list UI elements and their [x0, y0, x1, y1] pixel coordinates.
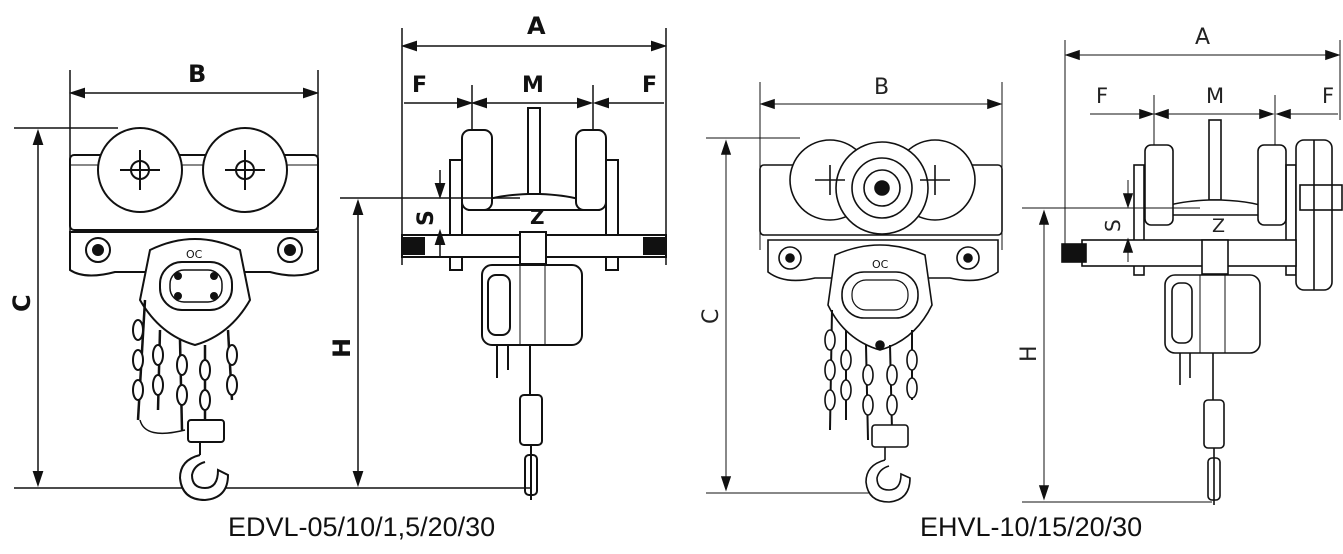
- dim-label-b-right: B: [874, 75, 889, 100]
- dim-label-f-left-2: F: [642, 73, 657, 98]
- dim-label-z-left: Z: [530, 205, 545, 229]
- left-front-view: B C OC: [8, 60, 340, 502]
- dim-label-f-right-1: F: [1096, 84, 1108, 108]
- dim-label-c-right: C: [699, 309, 724, 324]
- dim-label-s-right: S: [1101, 219, 1125, 232]
- right-side-view: A F M F S Z: [1017, 25, 1343, 505]
- dim-label-h-right: H: [1017, 345, 1042, 362]
- dim-label-b-left: B: [188, 60, 206, 88]
- dim-label-z-right: Z: [1212, 215, 1225, 237]
- dim-label-m-left: M: [522, 73, 544, 98]
- caption-right-model: EHVL-10/15/20/30: [920, 512, 1143, 542]
- dim-label-f-right-2: F: [1322, 84, 1334, 108]
- dim-label-m-right: M: [1206, 84, 1224, 108]
- svg-text:OC: OC: [872, 258, 889, 271]
- svg-text:OC: OC: [186, 248, 203, 261]
- dim-label-c-left: C: [8, 294, 36, 312]
- dim-label-a-right: A: [1195, 25, 1210, 50]
- dim-label-s-left: S: [414, 210, 439, 226]
- dim-label-f-left-1: F: [412, 73, 427, 98]
- right-front-view: B C OC: [699, 75, 1003, 503]
- dim-label-a-left: A: [527, 12, 546, 40]
- left-side-view: A F M F S Z: [328, 12, 668, 500]
- caption-left-model: EDVL-05/10/1,5/20/30: [228, 512, 496, 542]
- dim-label-h-left: H: [328, 338, 356, 358]
